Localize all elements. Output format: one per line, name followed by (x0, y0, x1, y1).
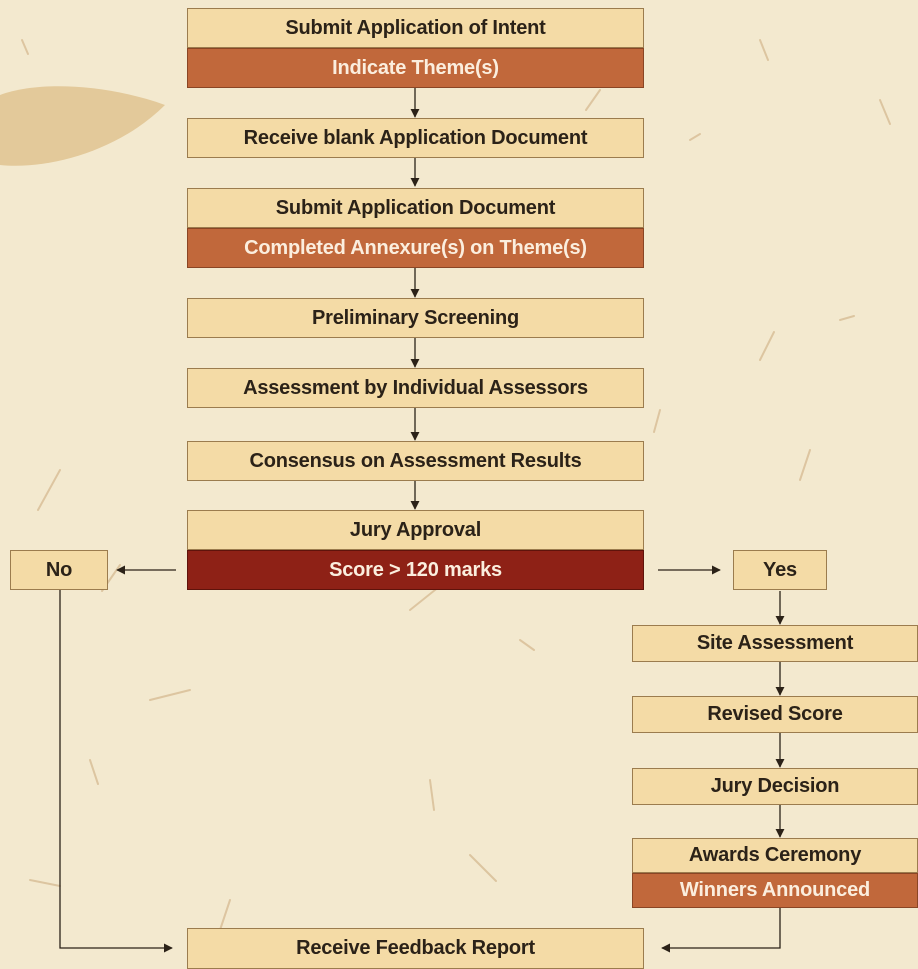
step-revised-score: Revised Score (632, 696, 918, 733)
branch-yes: Yes (733, 550, 827, 590)
step-completed-annexures: Completed Annexure(s) on Theme(s) (187, 228, 644, 268)
step-site-assessment: Site Assessment (632, 625, 918, 662)
arrow-no-to-feedback (59, 590, 173, 953)
step-jury-approval: Jury Approval (187, 510, 644, 550)
branch-no: No (10, 550, 108, 590)
step-consensus: Consensus on Assessment Results (187, 441, 644, 481)
step-indicate-themes: Indicate Theme(s) (187, 48, 644, 88)
step-awards-ceremony: Awards Ceremony (632, 838, 918, 873)
step-feedback-report: Receive Feedback Report (187, 928, 644, 969)
step-submit-document: Submit Application Document (187, 188, 644, 228)
arrow-awards-to-feedback (661, 908, 781, 953)
decision-score-condition: Score > 120 marks (187, 550, 644, 590)
step-jury-decision: Jury Decision (632, 768, 918, 805)
step-winners-announced: Winners Announced (632, 873, 918, 908)
step-receive-blank-document: Receive blank Application Document (187, 118, 644, 158)
leaf-decoration (0, 86, 165, 166)
step-preliminary-screening: Preliminary Screening (187, 298, 644, 338)
step-submit-intent: Submit Application of Intent (187, 8, 644, 48)
step-individual-assessment: Assessment by Individual Assessors (187, 368, 644, 408)
